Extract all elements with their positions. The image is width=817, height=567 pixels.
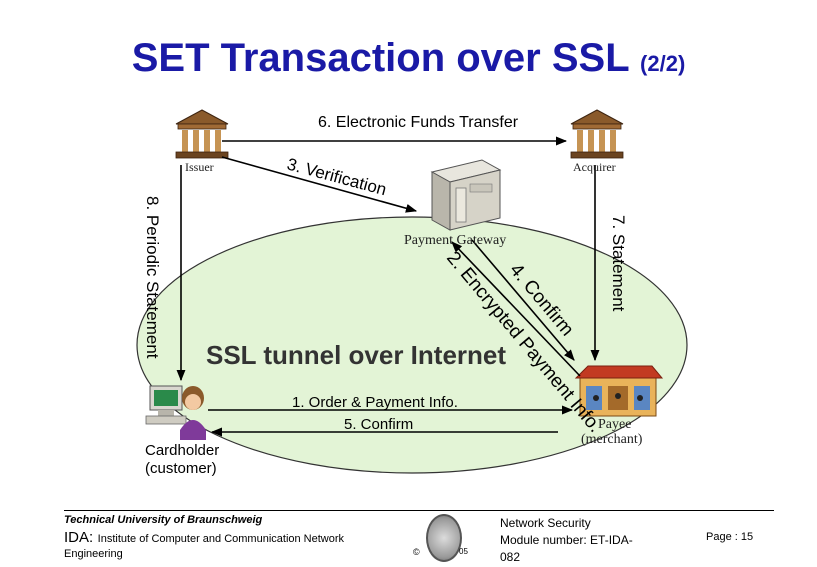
footer-copyright: ©: [413, 547, 420, 557]
tunnel-label: SSL tunnel over Internet: [206, 340, 507, 370]
server-icon: [430, 159, 502, 231]
issuer-label: Issuer: [185, 160, 214, 174]
slide-title: SET Transaction over SSL (2/2): [0, 36, 817, 81]
footer-seal-year: 05: [459, 547, 468, 556]
acquirer-label: Acquirer: [573, 160, 616, 174]
arrow-verification: [221, 156, 418, 213]
label-step8-periodic-statement: 8. Periodic Statement: [143, 196, 162, 359]
footer-rule: [64, 510, 774, 511]
slide-title-main: SET Transaction over SSL: [131, 36, 629, 80]
cardholder-label-line2: (customer): [145, 460, 217, 477]
cardholder-label-line1: Cardholder: [145, 442, 220, 459]
label-step1-order: 1. Order & Payment Info.: [292, 394, 458, 411]
gateway-label: Payment Gateway: [404, 233, 507, 248]
label-step3-verification: 3. Verification: [285, 155, 389, 200]
footer-university: Technical University of Braunschweig: [64, 514, 263, 526]
label-step6-funds-transfer: 6. Electronic Funds Transfer: [318, 114, 519, 131]
university-seal-icon: [426, 514, 462, 562]
footer-course-line1: Network Security: [500, 516, 591, 530]
footer-course-line3: 082: [500, 550, 521, 564]
label-step5-confirm: 5. Confirm: [344, 416, 414, 433]
footer-page-number: Page : 15: [706, 531, 754, 543]
footer-ida-line2: Engineering: [64, 548, 123, 560]
payee-label-line1: Payee: [598, 417, 632, 432]
issuer-bank-icon: [175, 109, 229, 159]
shop-icon: [574, 365, 664, 417]
slide-title-suffix: (2/2): [640, 51, 686, 76]
arrow-confirm-gateway: [471, 239, 575, 361]
footer-course-line2: Module number: ET-IDA-: [500, 533, 633, 547]
internet-ellipse: [136, 216, 688, 474]
acquirer-bank-icon: [570, 109, 624, 159]
label-step7-statement: 7. Statement: [609, 215, 628, 312]
footer-ida-abbr: IDA:: [64, 529, 94, 546]
cardholder-icon: [145, 385, 206, 440]
footer-ida-full: Institute of Computer and Communication …: [97, 533, 345, 545]
payee-label-line2: (merchant): [581, 432, 643, 447]
arrow-encrypted-payment: [451, 241, 581, 377]
footer-institute: IDA: Institute of Computer and Communica…: [64, 529, 344, 547]
